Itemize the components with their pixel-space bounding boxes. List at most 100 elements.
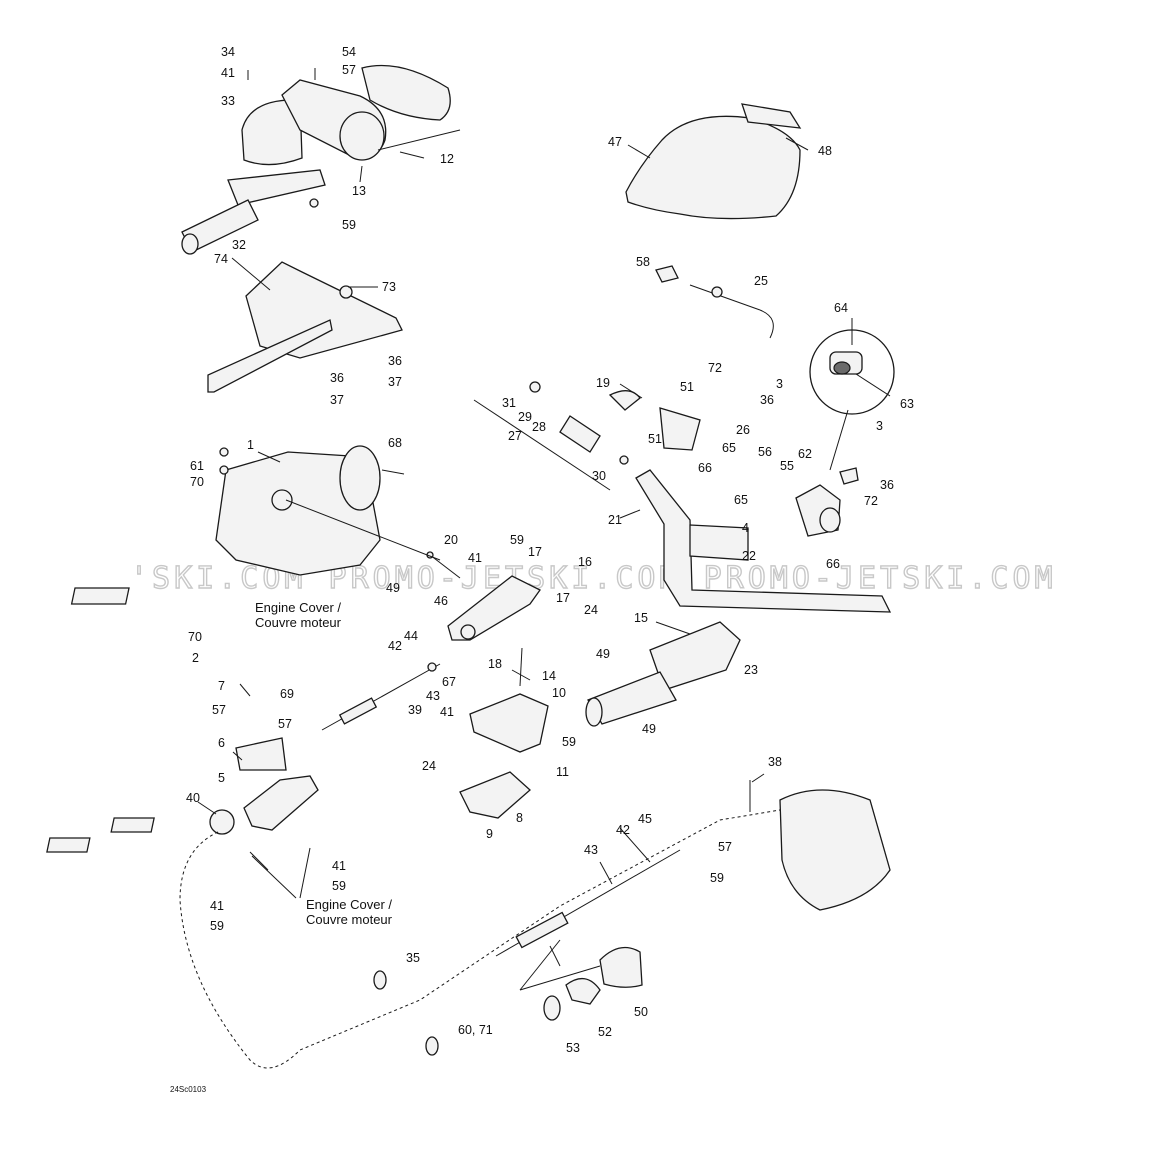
callout-57: 57 [718, 840, 732, 854]
callout-43: 43 [426, 689, 440, 703]
callout-17: 17 [556, 591, 570, 605]
callout-27: 27 [508, 429, 522, 443]
clips [373, 970, 439, 1056]
note-engine-cover-en: Engine Cover / [255, 600, 341, 615]
handlebar [635, 469, 892, 613]
callout-62: 62 [798, 447, 812, 461]
callout-35: 35 [406, 951, 420, 965]
grip-assembly [473, 381, 701, 491]
callout-13: 13 [352, 184, 366, 198]
callout-57: 57 [278, 717, 292, 731]
callout-4: 4 [742, 521, 749, 535]
callout-30: 30 [592, 469, 606, 483]
callout-41: 41 [440, 705, 454, 719]
callout-65: 65 [734, 493, 748, 507]
callout-15: 15 [634, 611, 648, 625]
callout-16: 16 [578, 555, 592, 569]
throttle-housing [585, 621, 741, 727]
callout-43: 43 [584, 843, 598, 857]
callout-47: 47 [608, 135, 622, 149]
callout-66: 66 [698, 461, 712, 475]
support-bracket [46, 737, 319, 853]
handlebar-cover [625, 103, 802, 220]
switch-housing [795, 467, 859, 537]
leader-lines [197, 129, 891, 991]
note-engine-cover-fr: Couvre moteur [255, 615, 342, 630]
callout-12: 12 [440, 152, 454, 166]
callout-3: 3 [776, 377, 783, 391]
callout-37: 37 [388, 375, 402, 389]
callout-59: 59 [332, 879, 346, 893]
callout-40: 40 [186, 791, 200, 805]
callout-57: 57 [212, 703, 226, 717]
callout-37: 37 [330, 393, 344, 407]
switch-detail-circle [809, 329, 895, 415]
callout-26: 26 [736, 423, 750, 437]
callout-74: 74 [214, 252, 228, 266]
callout-50: 50 [634, 1005, 648, 1019]
callout-66: 66 [826, 557, 840, 571]
callout-63: 63 [900, 397, 914, 411]
callout-31: 31 [502, 396, 516, 410]
callout-7: 7 [218, 679, 225, 693]
callout-23: 23 [744, 663, 758, 677]
engine-cover-note-lower: Engine Cover / Couvre moteur [306, 897, 393, 927]
callout-41: 41 [332, 859, 346, 873]
callout-19: 19 [596, 376, 610, 390]
callout-28: 28 [532, 420, 546, 434]
callout-11: 11 [556, 765, 569, 779]
callout-36: 36 [760, 393, 774, 407]
callout-49: 49 [642, 722, 656, 736]
callout-70: 70 [188, 630, 202, 644]
callout-41: 41 [468, 551, 482, 565]
callout-68: 68 [388, 436, 402, 450]
callout-24: 24 [422, 759, 436, 773]
callout-3: 3 [876, 419, 883, 433]
diagram-code: 24Sc0103 [170, 1085, 207, 1094]
lower-cable [495, 849, 681, 1021]
callout-41: 41 [210, 899, 224, 913]
callout-14: 14 [542, 669, 556, 683]
callout-42: 42 [616, 823, 630, 837]
callout-1: 1 [247, 438, 254, 452]
callout-33: 33 [221, 94, 235, 108]
callout-36: 36 [388, 354, 402, 368]
callout-9: 9 [486, 827, 493, 841]
callout-69: 69 [280, 687, 294, 701]
mount-bracket [459, 647, 549, 819]
callout-65: 65 [722, 441, 736, 455]
callout-67: 67 [442, 675, 456, 689]
engine-housing [70, 445, 381, 605]
steering-arm [426, 551, 541, 641]
callout-70: 70 [190, 475, 204, 489]
callout-39: 39 [408, 703, 422, 717]
callout-59: 59 [562, 735, 576, 749]
note-engine-cover-fr: Couvre moteur [306, 912, 393, 927]
callout-25: 25 [754, 274, 768, 288]
callout-29: 29 [518, 410, 532, 424]
callout-54: 54 [342, 45, 356, 59]
callout-8: 8 [516, 811, 523, 825]
callout-42: 42 [388, 639, 402, 653]
callout-45: 45 [638, 812, 652, 826]
callout-72: 72 [864, 494, 878, 508]
callout-59: 59 [210, 919, 224, 933]
callout-46: 46 [434, 594, 448, 608]
note-engine-cover-en: Engine Cover / [306, 897, 392, 912]
callout-52: 52 [598, 1025, 612, 1039]
callout-32: 32 [232, 238, 246, 252]
callout-44: 44 [404, 629, 418, 643]
callout-6: 6 [218, 736, 225, 750]
callout-38: 38 [768, 755, 782, 769]
callout-59: 59 [710, 871, 724, 885]
callout-61: 61 [190, 459, 204, 473]
callout-58: 58 [636, 255, 650, 269]
callout-10: 10 [552, 686, 566, 700]
callout-56: 56 [758, 445, 772, 459]
callout-24: 24 [584, 603, 598, 617]
callout-labels: 34 41 33 54 57 12 13 59 47 48 32 74 73 3… [186, 45, 914, 1055]
throttle-handle-assembly [181, 64, 451, 255]
callout-17: 17 [528, 545, 542, 559]
callout-64: 64 [834, 301, 848, 315]
